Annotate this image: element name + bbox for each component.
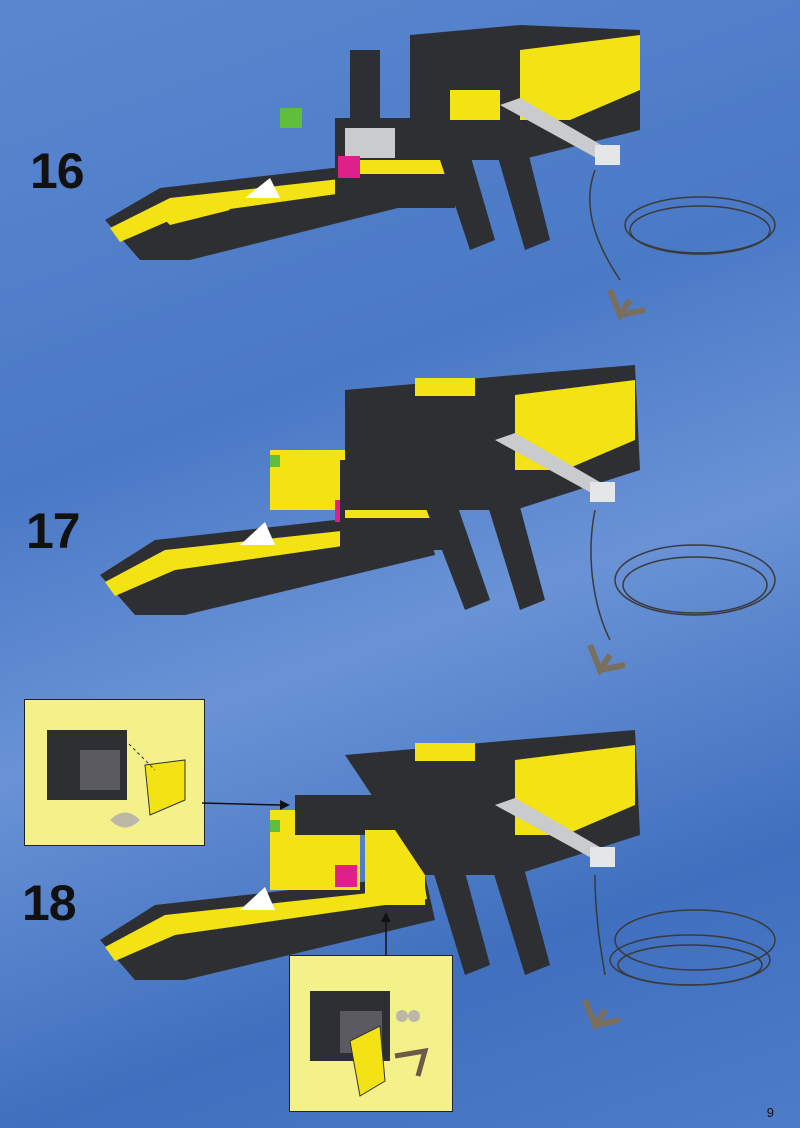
step-number-17: 17 — [26, 506, 80, 556]
boat-model-step-16 — [100, 10, 790, 330]
callout-arrow-icon — [376, 912, 396, 956]
boat-model-step-17 — [95, 350, 785, 680]
page-number: 9 — [767, 1105, 774, 1120]
callout-box-parts-2 — [289, 955, 453, 1112]
brick-icon — [290, 956, 452, 1111]
step-number-18: 18 — [22, 878, 76, 928]
anchor-icon — [570, 930, 790, 1050]
step-number-16: 16 — [30, 146, 84, 196]
